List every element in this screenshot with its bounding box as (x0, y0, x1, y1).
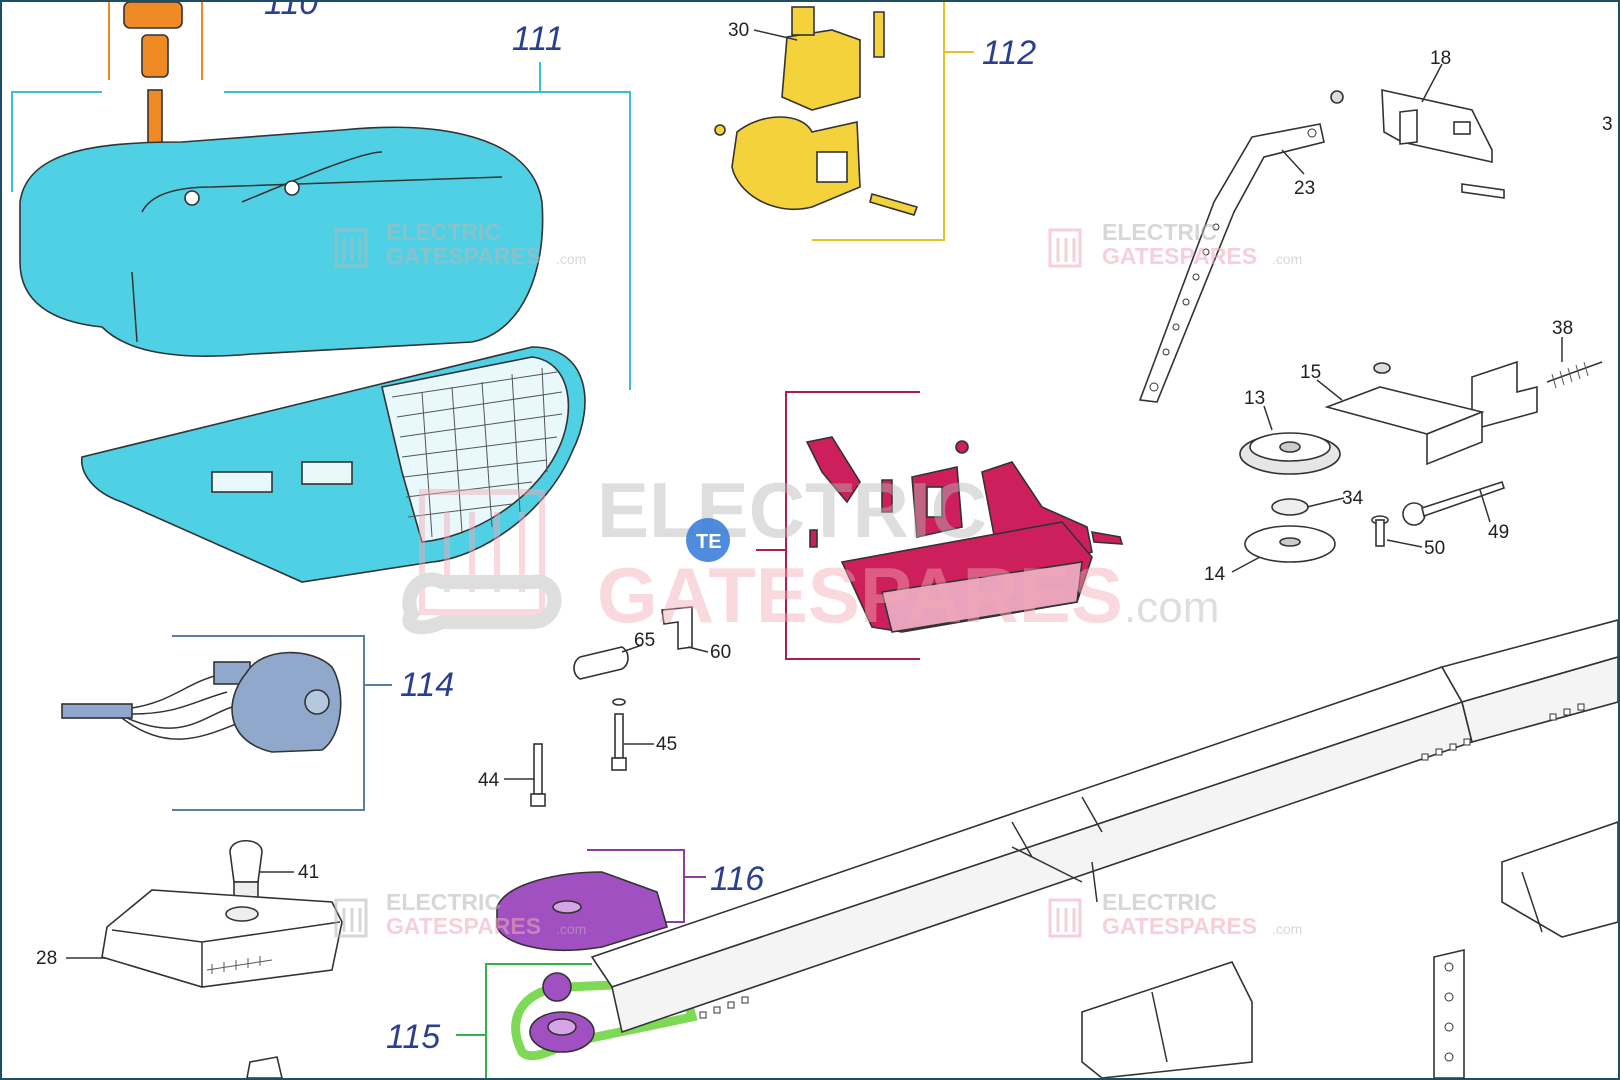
watermark-small-bottom-right: ELECTRIC GATESPARES .com (1048, 889, 1302, 939)
watermark-line1: ELECTRIC (1102, 889, 1217, 915)
callout-13: 13 (1244, 388, 1265, 409)
callout-38: 38 (1552, 318, 1573, 339)
callout-28: 28 (36, 948, 57, 969)
group-label-111: 111 (512, 20, 564, 58)
part-carriage-red (805, 436, 1124, 633)
watermark-badge-text: TE (696, 531, 722, 553)
bracket-114 (172, 635, 392, 811)
part-65-bushing (573, 646, 629, 680)
part-110-shaft (108, 2, 203, 163)
callout-49: 49 (1488, 522, 1509, 543)
bracket-111 (11, 62, 631, 390)
watermark-line2: GATESPARES (386, 913, 541, 939)
part-rail-brackets (246, 821, 1618, 1078)
part-14-disc (1244, 525, 1336, 563)
callout-34: 34 (1342, 488, 1364, 509)
group-label-110: 110 (264, 2, 318, 22)
part-purple-cover (496, 871, 668, 951)
watermark-small-bottom-left: ELECTRIC GATESPARES .com (334, 889, 586, 939)
part-34-washer (1271, 498, 1309, 516)
group-label-112: 112 (982, 34, 1036, 72)
group-label-114: 114 (400, 666, 454, 704)
part-23-arm (1138, 123, 1325, 403)
watermark-suffix: .com (1272, 251, 1302, 267)
bracket-116 (587, 849, 706, 923)
watermark-line1: ELECTRIC (597, 466, 987, 554)
part-rail (590, 619, 1618, 1034)
bracket-115 (456, 963, 592, 1078)
part-44-bolt (530, 743, 546, 807)
watermark-small-top-left: ELECTRIC GATESPARES .com (334, 219, 586, 269)
watermark-logo-icon (334, 898, 368, 938)
part-45-bolt (611, 698, 627, 771)
part-18-bracket (1330, 88, 1505, 199)
part-41-bulb (229, 839, 263, 899)
watermark-logo-icon (334, 228, 368, 268)
watermark-line2: GATESPARES (1102, 913, 1257, 939)
watermark-suffix: .com (556, 251, 586, 267)
watermark-logo-icon (1048, 898, 1082, 938)
part-50-screw (1371, 515, 1389, 547)
bracket-113 (756, 391, 920, 660)
callout-60: 60 (710, 642, 731, 663)
part-base-plate (81, 346, 586, 583)
callout-41: 41 (298, 862, 319, 883)
bracket-112 (812, 2, 974, 241)
watermark-line2: GATESPARES (597, 551, 1123, 639)
part-60-clip (661, 606, 693, 650)
watermark-small-top-right: ELECTRIC GATESPARES .com (1048, 219, 1302, 269)
callout-50: 50 (1424, 538, 1445, 559)
watermark-suffix: .com (1272, 921, 1302, 937)
part-cover-top (19, 126, 544, 357)
part-28-board (101, 889, 343, 988)
part-15-plate (1324, 362, 1485, 466)
group-label-115: 115 (386, 1018, 440, 1056)
callout-14: 14 (1204, 564, 1226, 585)
part-motor-yellow (714, 6, 919, 216)
callout-44: 44 (478, 770, 500, 791)
watermark-line1: ELECTRIC (386, 889, 501, 915)
part-49-pin (1402, 480, 1506, 526)
callout-45: 45 (656, 734, 677, 755)
callout-partial-right: 3 (1602, 114, 1613, 135)
wrench-icon (402, 572, 562, 635)
callout-18: 18 (1430, 48, 1451, 69)
watermark-line1: ELECTRIC (386, 219, 501, 245)
leader-lines (66, 29, 1563, 959)
watermark-line1: ELECTRIC (1102, 219, 1217, 245)
watermark-logo-icon (419, 489, 545, 615)
part-belt-pulley (511, 972, 698, 1061)
callout-23: 23 (1294, 178, 1315, 199)
watermark-badge: TE (686, 518, 730, 562)
watermark-large-center: ELECTRIC GATESPARES .com (402, 466, 1219, 639)
watermark-suffix: .com (556, 921, 586, 937)
part-wiring-harness (61, 651, 342, 753)
watermark-line2: GATESPARES (1102, 243, 1257, 269)
watermark-suffix: .com (1124, 583, 1219, 632)
watermark-logo-icon (1048, 228, 1082, 268)
callout-15: 15 (1300, 362, 1321, 383)
callout-65: 65 (634, 630, 655, 651)
callout-30: 30 (728, 20, 749, 41)
watermark-line2: GATESPARES (386, 243, 541, 269)
base-grille (391, 367, 563, 538)
part-38-bracket (1471, 360, 1603, 428)
part-13-gear (1239, 432, 1341, 475)
group-label-116: 116 (710, 860, 764, 898)
